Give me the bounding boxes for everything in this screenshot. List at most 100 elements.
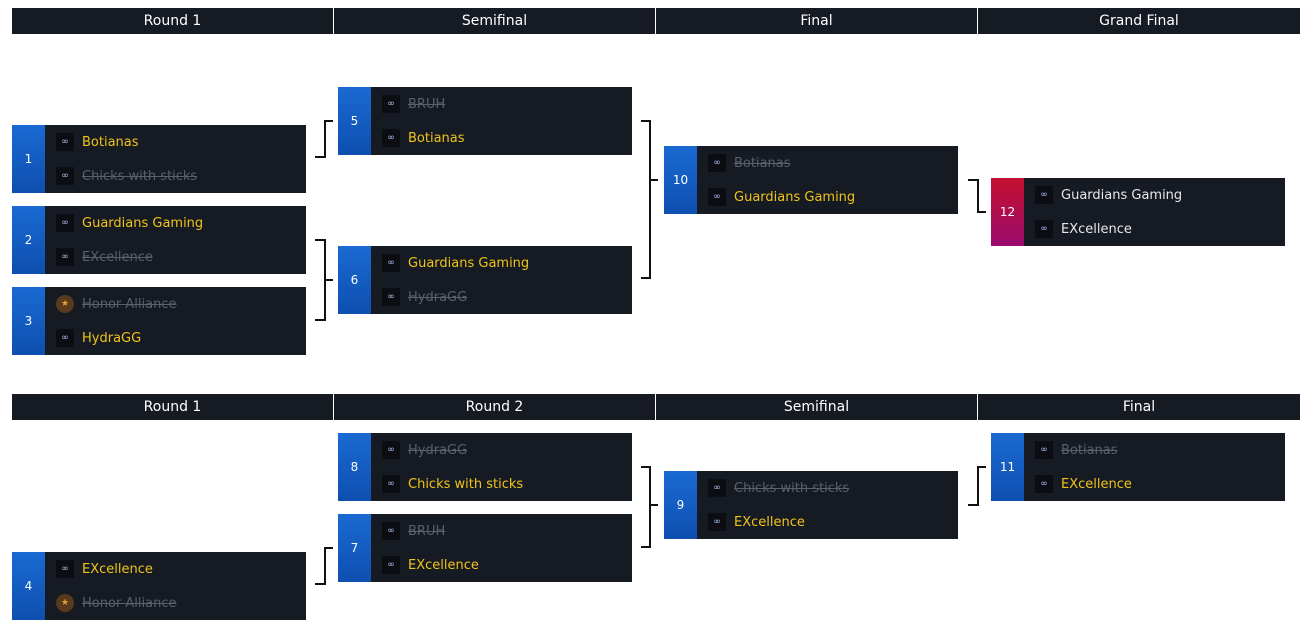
team-name: Guardians Gaming bbox=[1061, 187, 1183, 203]
connector bbox=[641, 466, 658, 548]
match-2[interactable]: 2 ∞ Guardians Gaming ∞EXcellence bbox=[12, 206, 306, 274]
connector bbox=[968, 466, 986, 506]
connector bbox=[315, 120, 333, 158]
team-row[interactable]: ∞ BRUH bbox=[382, 94, 445, 114]
match-7[interactable]: 7 ∞ BRUH ∞ EXcellence bbox=[338, 514, 632, 582]
team-name: EXcellence bbox=[82, 561, 153, 577]
team-name: HydraGG bbox=[408, 442, 468, 458]
lower-header-final: Final bbox=[978, 394, 1300, 420]
team-row[interactable]: ∞ Guardians Gaming bbox=[708, 187, 855, 207]
team-link-logo-icon: ∞ bbox=[56, 167, 74, 185]
team-row[interactable]: ∞ Botianas bbox=[56, 132, 139, 152]
match-number: 3 bbox=[12, 287, 45, 355]
team-row[interactable]: ∞ Chicks with sticks bbox=[56, 166, 197, 186]
match-number: 10 bbox=[664, 146, 697, 214]
upper-header-semifinal: Semifinal bbox=[334, 8, 655, 34]
upper-header-final: Final bbox=[656, 8, 977, 34]
upper-header-grand-final: Grand Final bbox=[978, 8, 1300, 34]
team-row[interactable]: ∞ EXcellence bbox=[56, 559, 153, 579]
team-name: Chicks with sticks bbox=[734, 480, 850, 496]
team-row[interactable]: ∞Guardians Gaming bbox=[1035, 185, 1182, 205]
match-11[interactable]: 11∞Botianas∞EXcellence bbox=[991, 433, 1285, 501]
match-number: 12 bbox=[991, 178, 1024, 246]
team-row[interactable]: ∞ HydraGG bbox=[382, 287, 467, 307]
team-name: Botianas bbox=[82, 134, 139, 150]
team-link-logo-icon: ∞ bbox=[382, 288, 400, 306]
team-link-logo-icon: ∞ bbox=[1035, 220, 1053, 238]
match-9[interactable]: 9∞Chicks with sticks∞EXcellence bbox=[664, 471, 958, 539]
team-name: Guardians Gaming bbox=[408, 255, 530, 271]
team-row[interactable]: ∞ EXcellence bbox=[382, 555, 479, 575]
match-number: 2 bbox=[12, 206, 45, 274]
match-number: 7 bbox=[338, 514, 371, 582]
team-row[interactable]: ∞EXcellence bbox=[56, 247, 153, 267]
team-row[interactable]: ∞ HydraGG bbox=[382, 440, 467, 460]
team-row[interactable]: ∞ HydraGG bbox=[56, 328, 141, 348]
match-number: 1 bbox=[12, 125, 45, 193]
team-name: HydraGG bbox=[82, 330, 142, 346]
team-name: Chicks with sticks bbox=[82, 168, 198, 184]
match-12[interactable]: 12 ∞Guardians Gaming ∞ EXcellence bbox=[991, 178, 1285, 246]
team-row[interactable]: ∞ EXcellence bbox=[708, 512, 805, 532]
team-row[interactable]: ★Honor Alliance bbox=[56, 294, 176, 314]
team-link-logo-icon: ∞ bbox=[56, 329, 74, 347]
team-link-logo-icon: ∞ bbox=[56, 214, 74, 232]
match-5[interactable]: 5 ∞ BRUH ∞ Botianas bbox=[338, 87, 632, 155]
team-link-logo-icon: ∞ bbox=[56, 248, 74, 266]
lower-header-round-2: Round 2 bbox=[334, 394, 655, 420]
team-row[interactable]: ∞ Chicks with sticks bbox=[708, 478, 849, 498]
match-number: 5 bbox=[338, 87, 371, 155]
team-row[interactable]: ∞ EXcellence bbox=[1035, 474, 1132, 494]
team-row[interactable]: ∞ Botianas bbox=[382, 128, 465, 148]
team-name: Botianas bbox=[408, 130, 465, 146]
match-number: 8 bbox=[338, 433, 371, 501]
team-row[interactable]: ∞ Guardians Gaming bbox=[382, 253, 529, 273]
team-name: BRUH bbox=[408, 523, 446, 539]
match-6[interactable]: 6 ∞ Guardians Gaming ∞ HydraGG bbox=[338, 246, 632, 314]
team-row[interactable]: ∞Chicks with sticks bbox=[382, 474, 523, 494]
team-link-logo-icon: ∞ bbox=[708, 154, 726, 172]
team-row[interactable]: ∞ Guardians Gaming bbox=[56, 213, 203, 233]
lower-header-semifinal: Semifinal bbox=[656, 394, 977, 420]
team-row[interactable]: ∞Botianas bbox=[1035, 440, 1118, 460]
team-link-logo-icon: ∞ bbox=[56, 560, 74, 578]
team-row[interactable]: ∞ BRUH bbox=[382, 521, 445, 541]
connector bbox=[315, 547, 333, 585]
team-link-logo-icon: ∞ bbox=[382, 441, 400, 459]
team-name: BRUH bbox=[408, 96, 446, 112]
connector bbox=[968, 179, 986, 213]
team-link-logo-icon: ∞ bbox=[382, 522, 400, 540]
team-name: EXcellence bbox=[1061, 221, 1132, 237]
match-4[interactable]: 4 ∞ EXcellence ★Honor Alliance bbox=[12, 552, 306, 620]
match-number: 6 bbox=[338, 246, 371, 314]
team-name: Honor Alliance bbox=[82, 595, 177, 611]
team-name: EXcellence bbox=[1061, 476, 1132, 492]
team-name: HydraGG bbox=[408, 289, 468, 305]
match-3[interactable]: 3 ★Honor Alliance ∞ HydraGG bbox=[12, 287, 306, 355]
match-8[interactable]: 8 ∞ HydraGG ∞Chicks with sticks bbox=[338, 433, 632, 501]
team-link-logo-icon: ∞ bbox=[382, 95, 400, 113]
team-link-logo-icon: ∞ bbox=[1035, 475, 1053, 493]
upper-header-round-1: Round 1 bbox=[12, 8, 333, 34]
team-name: Guardians Gaming bbox=[734, 189, 856, 205]
match-number: 4 bbox=[12, 552, 45, 620]
team-row[interactable]: ★Honor Alliance bbox=[56, 593, 176, 613]
match-1[interactable]: 1 ∞ Botianas ∞ Chicks with sticks bbox=[12, 125, 306, 193]
team-row[interactable]: ∞Botianas bbox=[708, 153, 791, 173]
team-link-logo-icon: ∞ bbox=[56, 133, 74, 151]
team-name: Guardians Gaming bbox=[82, 215, 204, 231]
team-link-logo-icon: ∞ bbox=[382, 254, 400, 272]
team-link-logo-icon: ∞ bbox=[708, 188, 726, 206]
team-link-logo-icon: ∞ bbox=[708, 513, 726, 531]
team-link-logo-icon: ∞ bbox=[382, 129, 400, 147]
match-10[interactable]: 10∞Botianas∞Guardians Gaming bbox=[664, 146, 958, 214]
connector bbox=[641, 120, 658, 279]
team-link-logo-icon: ∞ bbox=[1035, 441, 1053, 459]
team-link-logo-icon: ∞ bbox=[382, 556, 400, 574]
team-name: EXcellence bbox=[408, 557, 479, 573]
team-name: EXcellence bbox=[734, 514, 805, 530]
team-row[interactable]: ∞ EXcellence bbox=[1035, 219, 1132, 239]
team-name: Honor Alliance bbox=[82, 296, 177, 312]
team-link-logo-icon: ∞ bbox=[708, 479, 726, 497]
